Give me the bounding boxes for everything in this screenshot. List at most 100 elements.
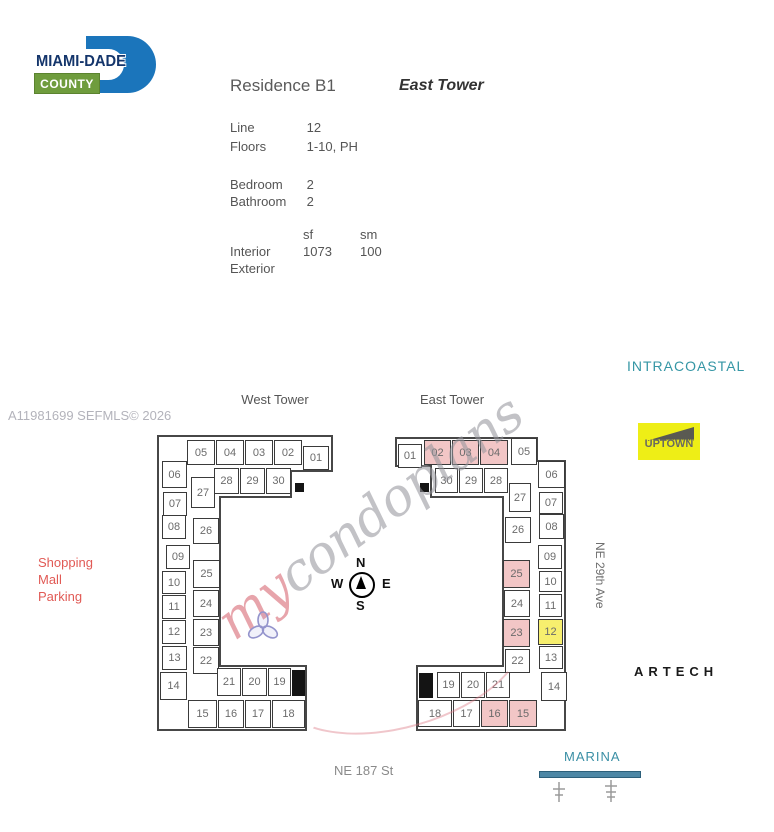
spec-exterior-label: Exterior bbox=[230, 261, 275, 276]
unit-16: 16 bbox=[218, 700, 244, 728]
unit-30: 30 bbox=[266, 468, 291, 494]
unit-26: 26 bbox=[505, 517, 531, 543]
spec-floors: Floors 1-10, PH bbox=[230, 139, 358, 154]
unit-30: 30 bbox=[435, 468, 458, 493]
unit-15: 15 bbox=[188, 700, 217, 728]
unit-07: 07 bbox=[539, 492, 563, 514]
ne-29th-ave-label: NE 29th Ave bbox=[593, 542, 607, 609]
tower-title: East Tower bbox=[399, 77, 484, 94]
spec-interior-sm: 100 bbox=[360, 244, 382, 259]
unit-26: 26 bbox=[193, 518, 219, 544]
unit-20: 20 bbox=[461, 672, 485, 698]
unit-21: 21 bbox=[217, 668, 241, 696]
compass-n: N bbox=[356, 555, 366, 570]
unit-21: 21 bbox=[486, 672, 510, 698]
unit-20: 20 bbox=[242, 668, 267, 696]
shopping-line-1: Shopping bbox=[38, 555, 93, 570]
unit-22: 22 bbox=[193, 647, 219, 674]
unit-09: 09 bbox=[538, 545, 562, 569]
elevator-core bbox=[420, 483, 429, 492]
logo-name: MIAMI-DADE bbox=[36, 53, 126, 70]
logo-county-badge: COUNTY bbox=[34, 73, 100, 94]
spec-bedroom: Bedroom 2 bbox=[230, 177, 314, 192]
spec-floors-label: Floors bbox=[230, 139, 267, 154]
residence-title: Residence B1 bbox=[230, 76, 336, 95]
spec-bathroom: Bathroom 2 bbox=[230, 194, 314, 209]
unit-27: 27 bbox=[509, 483, 531, 512]
uptown-logo-text: UPTOWN bbox=[644, 438, 694, 450]
unit-27: 27 bbox=[191, 477, 215, 508]
ne-187-st-label: NE 187 St bbox=[334, 763, 394, 778]
spec-interior-label: Interior bbox=[230, 244, 271, 259]
elevator-core bbox=[295, 483, 304, 492]
spec-bedroom-label: Bedroom bbox=[230, 177, 283, 192]
unit-28: 28 bbox=[214, 468, 239, 494]
unit-13: 13 bbox=[539, 646, 563, 669]
unit-25: 25 bbox=[503, 560, 530, 588]
spec-sf-header: sf bbox=[303, 227, 314, 242]
unit-05: 05 bbox=[511, 438, 537, 465]
spec-bathroom-label: Bathroom bbox=[230, 194, 287, 209]
unit-11: 11 bbox=[162, 595, 186, 619]
dock-icon bbox=[550, 782, 568, 807]
unit-12: 12 bbox=[162, 620, 186, 644]
unit-04: 04 bbox=[480, 440, 508, 465]
unit-23: 23 bbox=[193, 619, 219, 646]
unit-14: 14 bbox=[541, 672, 567, 701]
unit-03: 03 bbox=[245, 440, 273, 465]
intracoastal-label: INTRACOASTAL bbox=[627, 358, 746, 374]
mls-id-text: A11981699 SEFMLS© 2026 bbox=[8, 408, 172, 423]
spec-line: Line 12 bbox=[230, 120, 321, 135]
elevator-core bbox=[292, 670, 305, 696]
unit-23: 23 bbox=[503, 619, 530, 647]
unit-17: 17 bbox=[453, 700, 480, 727]
unit-08: 08 bbox=[539, 514, 564, 539]
west-tower-label: West Tower bbox=[241, 392, 309, 407]
unit-14: 14 bbox=[160, 672, 187, 700]
spec-line-value: 12 bbox=[306, 120, 322, 135]
spec-interior: Interior bbox=[230, 244, 303, 259]
compass-w: W bbox=[331, 576, 344, 591]
shopping-line-2: Mall bbox=[38, 572, 62, 587]
spec-interior-sf: 1073 bbox=[303, 244, 332, 259]
compass-s: S bbox=[356, 598, 365, 613]
unit-24: 24 bbox=[504, 590, 530, 617]
unit-04: 04 bbox=[216, 440, 244, 465]
uptown-logo: UPTOWN bbox=[638, 423, 700, 460]
unit-29: 29 bbox=[459, 468, 483, 493]
unit-12: 12 bbox=[538, 619, 563, 645]
spec-sm-header: sm bbox=[360, 227, 378, 242]
unit-18: 18 bbox=[272, 700, 305, 728]
unit-13: 13 bbox=[162, 646, 187, 670]
spec-line-label: Line bbox=[230, 120, 255, 135]
unit-25: 25 bbox=[193, 560, 220, 588]
unit-19: 19 bbox=[437, 672, 460, 698]
unit-01: 01 bbox=[398, 444, 422, 468]
marina-seawall-bar bbox=[539, 771, 641, 778]
unit-16: 16 bbox=[481, 700, 508, 727]
elevator-core bbox=[419, 673, 433, 698]
unit-19: 19 bbox=[268, 668, 291, 696]
dock-icon bbox=[602, 780, 620, 807]
unit-29: 29 bbox=[240, 468, 265, 494]
unit-24: 24 bbox=[193, 590, 219, 617]
marina-label: MARINA bbox=[564, 749, 621, 764]
shopping-mall-parking-label: Shopping Mall Parking bbox=[38, 554, 93, 605]
unit-18: 18 bbox=[418, 700, 452, 727]
compass-e: E bbox=[382, 576, 391, 591]
unit-10: 10 bbox=[539, 571, 562, 592]
spec-floors-value: 1-10, PH bbox=[306, 139, 358, 154]
unit-07: 07 bbox=[163, 492, 187, 516]
unit-01: 01 bbox=[303, 446, 329, 470]
unit-09: 09 bbox=[166, 545, 190, 569]
unit-06: 06 bbox=[162, 461, 187, 488]
unit-05: 05 bbox=[187, 440, 215, 465]
unit-22: 22 bbox=[505, 649, 530, 673]
east-tower-label: East Tower bbox=[419, 392, 485, 407]
unit-03: 03 bbox=[452, 440, 479, 465]
spec-bedroom-value: 2 bbox=[306, 177, 314, 192]
unit-10: 10 bbox=[162, 571, 186, 594]
unit-28: 28 bbox=[484, 468, 508, 493]
compass-needle-icon bbox=[356, 576, 366, 589]
